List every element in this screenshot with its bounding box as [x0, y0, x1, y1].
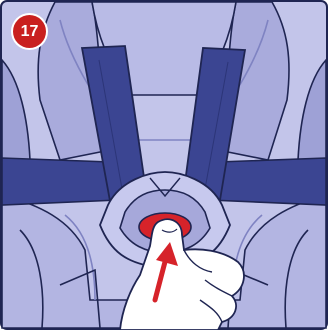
step-number-badge: 17 [13, 15, 46, 48]
